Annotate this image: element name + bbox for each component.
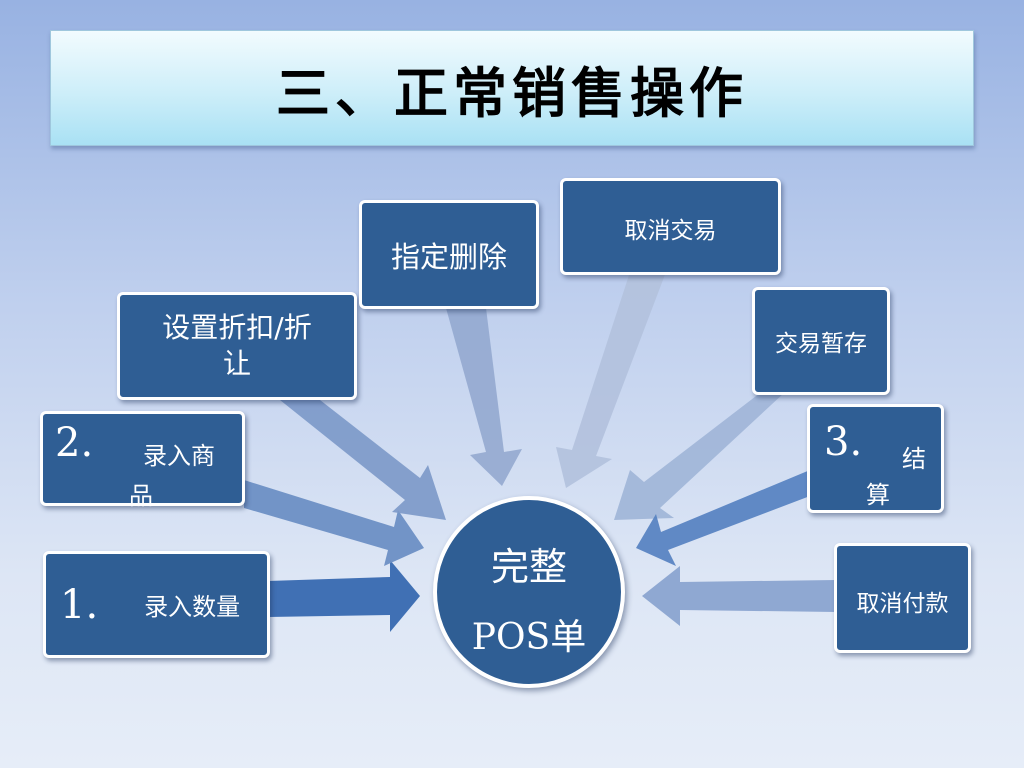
arrow-set-discount bbox=[280, 400, 446, 520]
node-settle[interactable]: 3. 结 算 bbox=[807, 404, 944, 513]
center-label-line1: 完整 bbox=[490, 545, 567, 589]
arrow-delete-item bbox=[446, 308, 522, 486]
page-title: 三、正常销售操作 bbox=[276, 60, 748, 125]
node-label: 取消付款 bbox=[856, 591, 949, 617]
arrow-cancel-transaction bbox=[556, 272, 666, 488]
node-label: 取消交易 bbox=[624, 218, 717, 244]
node-hold-transaction[interactable]: 交易暂存 bbox=[752, 287, 890, 395]
arrow-enter-quantity bbox=[268, 560, 420, 632]
node-cancel-payment[interactable]: 取消付款 bbox=[834, 543, 971, 653]
node-label: 交易暂存 bbox=[775, 331, 867, 357]
node-label-part1: 结 bbox=[902, 445, 926, 473]
center-label-line2: POS单 bbox=[471, 617, 587, 658]
arrow-enter-product bbox=[244, 480, 424, 566]
node-label: 录入数量 bbox=[144, 593, 241, 621]
step-number: 1. bbox=[60, 581, 99, 628]
step-number: 2. bbox=[55, 420, 94, 466]
arrow-hold-transaction bbox=[614, 393, 784, 520]
node-label-part2: 算 bbox=[866, 481, 890, 509]
node-label: 指定删除 bbox=[390, 239, 507, 274]
node-label-line2: 让 bbox=[222, 347, 251, 380]
arrow-settle bbox=[636, 470, 810, 566]
node-set-discount[interactable]: 设置折扣/折 让 bbox=[117, 292, 357, 400]
step-number: 3. bbox=[824, 419, 863, 465]
node-delete-item[interactable]: 指定删除 bbox=[359, 200, 539, 309]
node-label-line1: 设置折扣/折 bbox=[162, 311, 312, 344]
node-enter-quantity[interactable]: 1. 录入数量 bbox=[43, 551, 270, 658]
title-bar: 三、正常销售操作 bbox=[50, 30, 974, 146]
center-pos-order[interactable]: 完整 POS单 bbox=[433, 496, 625, 688]
arrow-cancel-payment bbox=[642, 566, 836, 626]
node-enter-product[interactable]: 2. 录入商 品 bbox=[40, 411, 245, 510]
node-label-part2: 品 bbox=[129, 482, 153, 510]
node-label-part1: 录入商 bbox=[143, 442, 215, 470]
node-cancel-transaction[interactable]: 取消交易 bbox=[560, 178, 781, 275]
